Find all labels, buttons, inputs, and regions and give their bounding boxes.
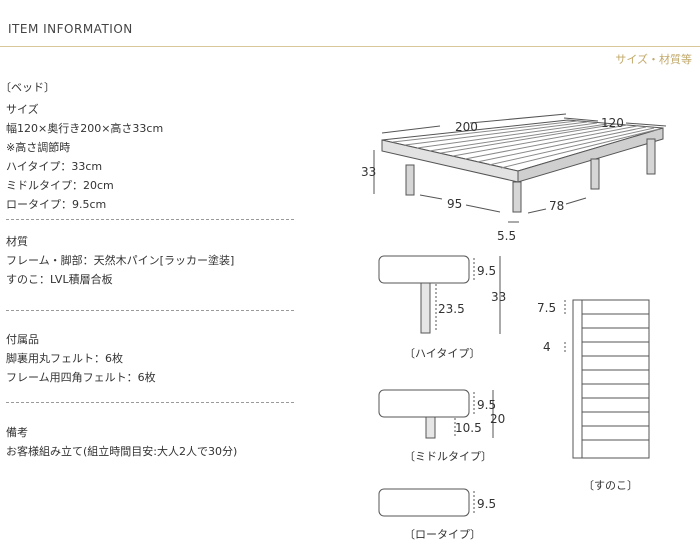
middle-type-caption: 〔ミドルタイプ〕 bbox=[404, 450, 492, 463]
section-subtitle: サイズ・材質等 bbox=[615, 53, 692, 66]
size-line: 幅120×奥行き200×高さ33cm bbox=[6, 122, 164, 135]
bed-length-label: 200 bbox=[455, 120, 478, 134]
middle-frame-label: 9.5 bbox=[477, 398, 496, 412]
notes-heading: 備考 bbox=[6, 426, 28, 439]
divider bbox=[6, 219, 294, 220]
high-type-diagram bbox=[378, 255, 501, 334]
accessories-line: 脚裏用丸フェルト：6枚 bbox=[6, 352, 123, 365]
high-total-label: 33 bbox=[491, 290, 506, 304]
size-line: ハイタイプ：33cm bbox=[6, 160, 103, 173]
divider bbox=[6, 310, 294, 311]
header-divider bbox=[0, 46, 700, 47]
notes-line: お客様組み立て(組立時間目安:大人2人で30分) bbox=[6, 445, 238, 458]
slat-width-label: 7.5 bbox=[537, 301, 556, 315]
slats-caption: 〔すのこ〕 bbox=[583, 479, 638, 492]
section-title: ITEM INFORMATION bbox=[8, 22, 133, 36]
size-heading: サイズ bbox=[6, 103, 39, 116]
bed-height-label: 33 bbox=[361, 165, 376, 179]
low-type-caption: 〔ロータイプ〕 bbox=[404, 528, 481, 541]
leg-size-label: 5.5 bbox=[497, 229, 516, 243]
accessories-line: フレーム用四角フェルト：6枚 bbox=[6, 371, 156, 384]
size-line: ロータイプ：9.5cm bbox=[6, 198, 107, 211]
bed-diagram bbox=[373, 113, 667, 223]
leg-span-short-label: 78 bbox=[549, 199, 564, 213]
material-heading: 材質 bbox=[6, 235, 28, 248]
divider bbox=[6, 402, 294, 403]
middle-total-label: 20 bbox=[490, 412, 505, 426]
slats-diagram bbox=[564, 299, 650, 459]
size-line: ※高さ調節時 bbox=[6, 141, 71, 154]
low-type-diagram bbox=[378, 488, 475, 517]
middle-type-diagram bbox=[378, 389, 494, 439]
accessories-heading: 付属品 bbox=[6, 333, 39, 346]
bed-width-label: 120 bbox=[601, 116, 624, 130]
slat-gap-label: 4 bbox=[543, 340, 551, 354]
high-type-caption: 〔ハイタイプ〕 bbox=[404, 347, 480, 360]
high-leg-label: 23.5 bbox=[438, 302, 465, 316]
spec-category: 〔ベッド〕 bbox=[0, 81, 55, 94]
material-line: フレーム・脚部：天然木パイン[ラッカー塗装] bbox=[6, 254, 235, 267]
middle-leg-label: 10.5 bbox=[455, 421, 482, 435]
size-line: ミドルタイプ：20cm bbox=[6, 179, 114, 192]
low-frame-label: 9.5 bbox=[477, 497, 496, 511]
leg-span-long-label: 95 bbox=[447, 197, 462, 211]
high-frame-label: 9.5 bbox=[477, 264, 496, 278]
material-line: すのこ：LVL積層合板 bbox=[6, 273, 113, 286]
